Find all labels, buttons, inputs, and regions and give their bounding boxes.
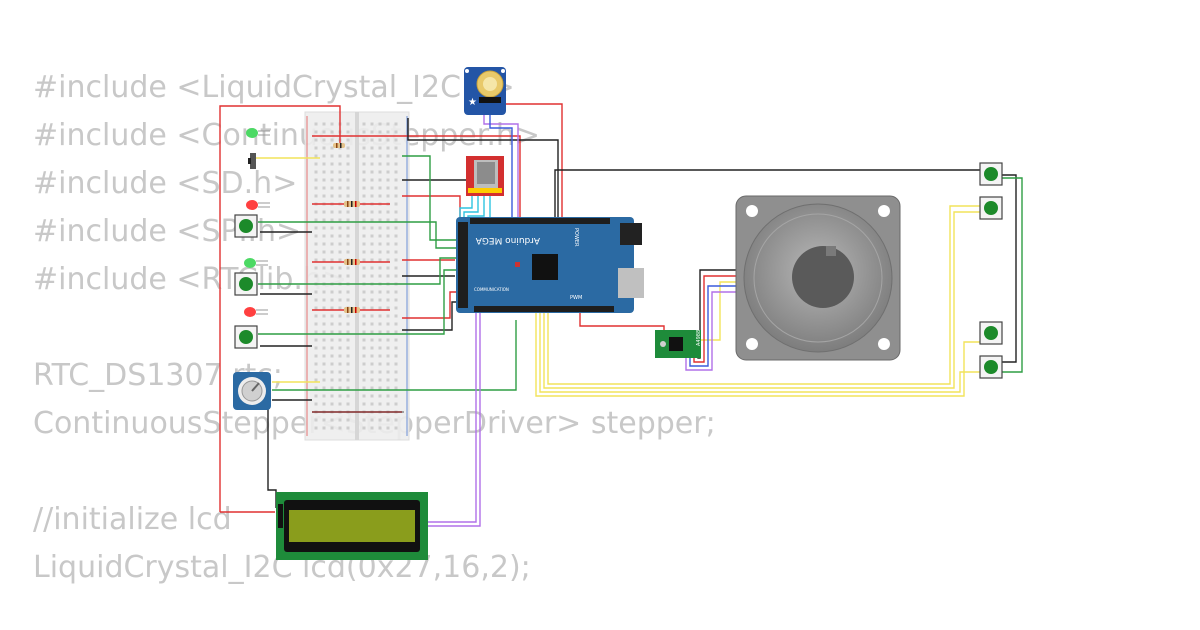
rtc-module[interactable]: ★ [464, 67, 506, 115]
communication-label: COMMUNICATION [474, 287, 509, 292]
power-label: POWER [573, 228, 579, 247]
resistor [344, 201, 360, 207]
pwm-label: PWM [570, 295, 582, 301]
led-green [244, 258, 268, 268]
svg-text:★: ★ [468, 97, 477, 108]
sd-card-module[interactable] [466, 156, 504, 196]
pushbutton[interactable] [234, 325, 258, 349]
stepper-motor[interactable] [735, 195, 901, 361]
potentiometer[interactable] [233, 372, 271, 410]
resistor [344, 307, 360, 313]
resistors [333, 143, 360, 313]
arduino-mega-label: Arduino MEGA [475, 235, 540, 245]
driver-label: A4988 [696, 330, 702, 346]
pushbutton[interactable] [979, 355, 1003, 379]
led-red [246, 200, 270, 210]
pushbutton[interactable] [234, 214, 258, 238]
pushbutton[interactable] [979, 196, 1003, 220]
slide-switch[interactable] [248, 153, 256, 169]
pushbutton[interactable] [979, 321, 1003, 345]
pushbutton[interactable] [979, 162, 1003, 186]
leds [244, 128, 270, 317]
a4988-driver[interactable]: A4988 [655, 330, 702, 358]
led-green [246, 128, 270, 138]
code-line: //initialize lcd [33, 502, 232, 537]
pushbutton[interactable] [234, 272, 258, 296]
led-red [244, 307, 268, 317]
resistor [333, 143, 345, 148]
lcd-display[interactable] [276, 492, 428, 560]
resistor [344, 259, 360, 265]
breadboard[interactable] [304, 111, 410, 441]
code-line: #include <SD.h> [33, 166, 298, 201]
arduino-mega[interactable]: Arduino MEGA POWER PWM COMMUNICATION [456, 217, 644, 313]
code-line: #include <LiquidCrystal_I2C.h> [33, 70, 515, 105]
